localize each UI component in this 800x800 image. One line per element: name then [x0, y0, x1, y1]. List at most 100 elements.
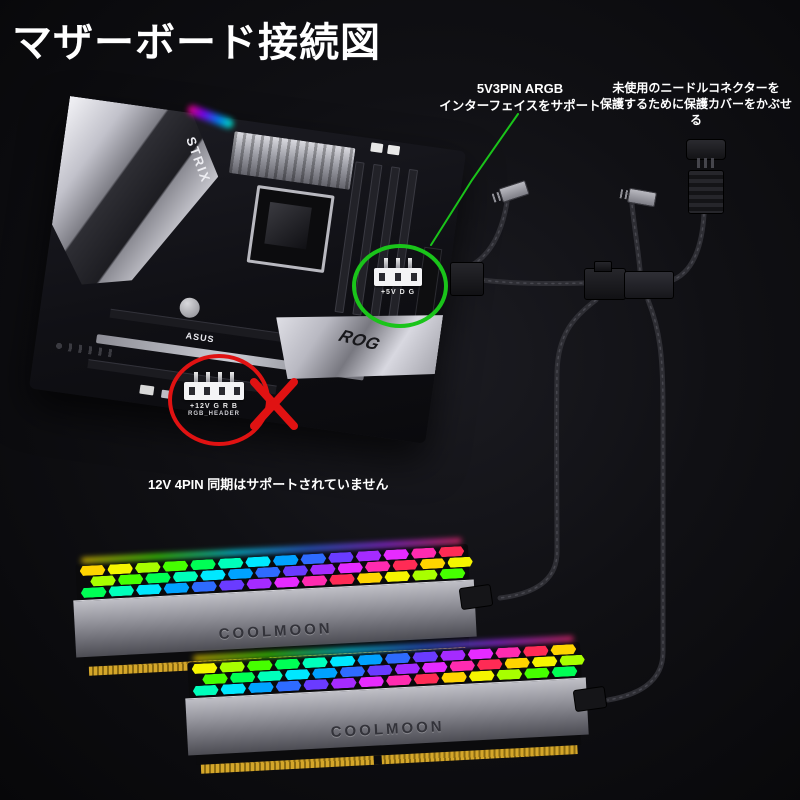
rgb-cell [337, 562, 363, 573]
rgb-cell [118, 574, 144, 585]
label-protective-cap: 未使用のニードルコネクターを 保護するために保護カバーをかぶせる [596, 80, 796, 129]
rgb-cell [312, 668, 338, 679]
header-plug-connector [450, 262, 484, 296]
cable-braid [631, 203, 641, 271]
rgb-cell [357, 654, 383, 665]
unused-needle-connector [491, 180, 530, 203]
rgb-cell [384, 571, 410, 582]
rgb-cell [303, 679, 329, 690]
rgb-cell [365, 561, 391, 572]
cable-main [479, 277, 587, 287]
rgb-cell [218, 558, 244, 569]
rgb-cell [191, 581, 217, 592]
rgb-cell [328, 552, 354, 563]
cable-braid [607, 299, 664, 701]
rgb-cell [200, 570, 226, 581]
ram1-cable-connector [458, 583, 494, 611]
connector-pins-icon [619, 189, 630, 200]
rgb-cell [136, 584, 162, 595]
cpu-lid [264, 201, 312, 250]
rgb-cell [412, 651, 438, 662]
cable-to-cap [667, 211, 707, 284]
rgb-cell [440, 650, 466, 661]
page-title: マザーボード接続図 [12, 21, 381, 65]
vrm-heatsink [228, 131, 356, 190]
cable-to-split2 [629, 201, 643, 273]
rgb-cell [559, 655, 585, 666]
rgb-pin-label: +12V G R B [190, 403, 238, 410]
rgb-cell [190, 559, 216, 570]
cable-to-ram1 [497, 297, 599, 601]
rgb-cell [245, 556, 271, 567]
rgb-cell [532, 656, 558, 667]
argb-5v-3pin-header: +5V D G [374, 258, 422, 296]
rgb-cell [219, 580, 245, 591]
fan-header [387, 144, 401, 156]
cable-coupling-female [584, 268, 626, 300]
io-shroud [44, 96, 226, 301]
rgb-cell [477, 659, 503, 670]
rgb-cell [145, 572, 171, 583]
rgb-cell [302, 657, 328, 668]
rgb-cell [524, 667, 550, 678]
label-protect-line1: 未使用のニードルコネクターを [612, 81, 780, 95]
cable-coupling-male [624, 271, 674, 299]
argb-pin-label: +5V D G [380, 289, 416, 296]
rgb-cell [191, 663, 217, 674]
rgb-cell [248, 682, 274, 693]
rgb-cell [135, 562, 161, 573]
rgb-cell [392, 559, 418, 570]
rgb-cell [468, 648, 494, 659]
rgb-cell [496, 669, 522, 680]
rgb-cell [385, 653, 411, 664]
rgb-cell [90, 575, 116, 586]
rgb-cell [284, 669, 310, 680]
label-not-supported: 12V 4PIN 同期はサポートされていません [148, 477, 389, 492]
cable-braid [465, 201, 508, 269]
argb-header-highlight-circle [352, 244, 448, 328]
rgb-cell [202, 673, 228, 684]
rgb-cell [551, 666, 577, 677]
rgb-cell [172, 571, 198, 582]
rgb-cell [300, 553, 326, 564]
rgb-header-name: RGB_HEADER [187, 411, 240, 417]
rgb-cell [438, 546, 464, 557]
cable-braid [669, 213, 705, 282]
rgb-cell [386, 675, 412, 686]
rgb-cell [282, 565, 308, 576]
cable-braid [499, 299, 597, 599]
rgb-cell [413, 673, 439, 684]
rgb-cell [339, 666, 365, 677]
asus-logo: ASUS [185, 330, 216, 345]
rgb-cell [383, 549, 409, 560]
cable-to-split1 [463, 199, 510, 271]
rgb-cell [81, 587, 107, 598]
capped-connector [688, 170, 724, 214]
header-base [184, 382, 244, 400]
rgb-cell [163, 582, 189, 593]
rgb-cell [273, 555, 299, 566]
rgb-12v-4pin-header: +12V G R B RGB_HEADER [184, 372, 244, 417]
rgb-cell [230, 672, 256, 683]
cable-braid [481, 279, 585, 285]
rgb-cell [247, 660, 273, 671]
rgb-cell [331, 678, 357, 689]
rgb-cell [107, 563, 133, 574]
rgb-cell [79, 565, 105, 576]
rgb-cell [193, 685, 219, 696]
rgb-cell [274, 577, 300, 588]
label-argb-support: 5V3PIN ARGB インターフェイスをサポート [430, 80, 610, 114]
coupling-latch [594, 261, 612, 272]
rgb-cell [227, 568, 253, 579]
cmos-battery [178, 296, 201, 320]
rgb-cell [495, 647, 521, 658]
rgb-cell [255, 567, 281, 578]
rgb-cell [275, 680, 301, 691]
rgb-cell [441, 672, 467, 683]
rgb-cell [439, 568, 465, 579]
rgb-cell [257, 670, 283, 681]
header-pins-icon [190, 372, 238, 382]
cap-prongs [697, 158, 714, 168]
rgb-cell [420, 558, 446, 569]
